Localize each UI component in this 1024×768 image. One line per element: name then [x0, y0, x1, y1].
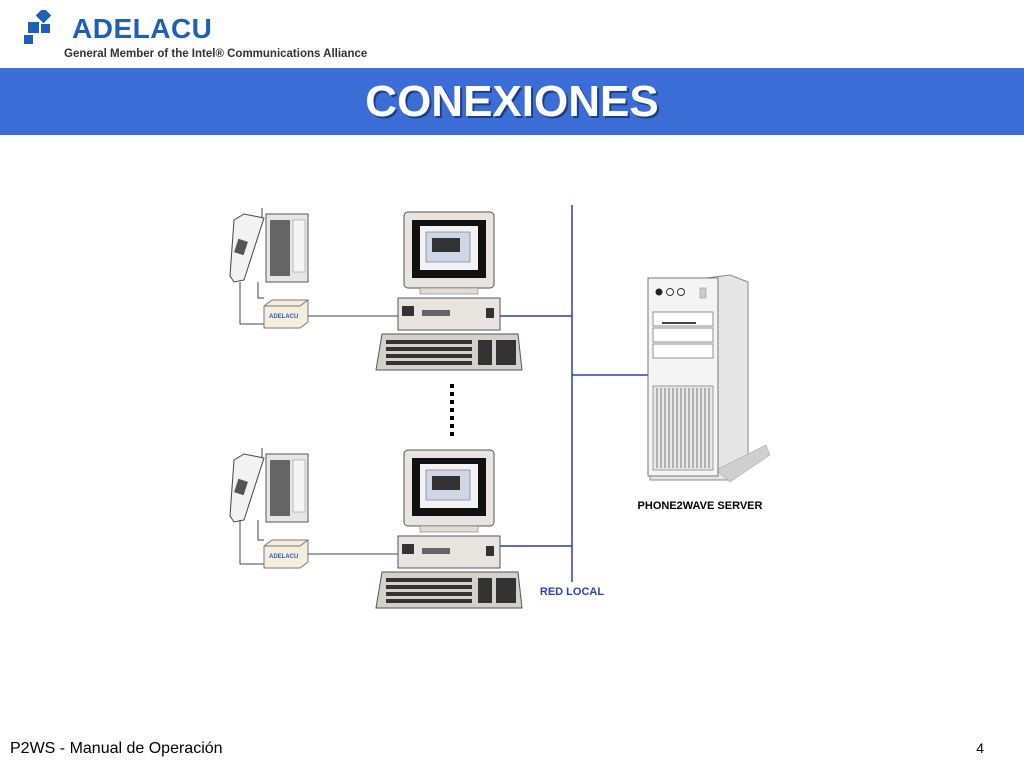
logo-squares-icon [24, 10, 52, 44]
modem-box-1 [263, 299, 309, 329]
phone-set-1 [229, 207, 309, 283]
title-bar: CONEXIONES [0, 68, 1024, 135]
phone-cable-2 [239, 520, 264, 565]
footer-document-title: P2WS - Manual de Operación [10, 740, 223, 757]
network-label: RED LOCAL [539, 586, 605, 598]
logo-tagline: General Member of the Intel® Communicati… [64, 48, 368, 60]
workstation-1 [375, 211, 523, 371]
server-label: PHONE2WAVE SERVER [637, 500, 763, 512]
logo-text: ADELACU [72, 13, 213, 44]
modem-box-2 [263, 539, 309, 569]
phone2wave-server [647, 274, 771, 483]
footer-page-number: 4 [976, 740, 984, 756]
phone-cable-1 [239, 282, 264, 325]
phone-set-2 [229, 447, 309, 523]
page-title: CONEXIONES [365, 77, 659, 126]
adelacu-logo: ADELACU General Member of the Intel® Com… [24, 10, 368, 62]
workstation-2 [375, 449, 523, 609]
